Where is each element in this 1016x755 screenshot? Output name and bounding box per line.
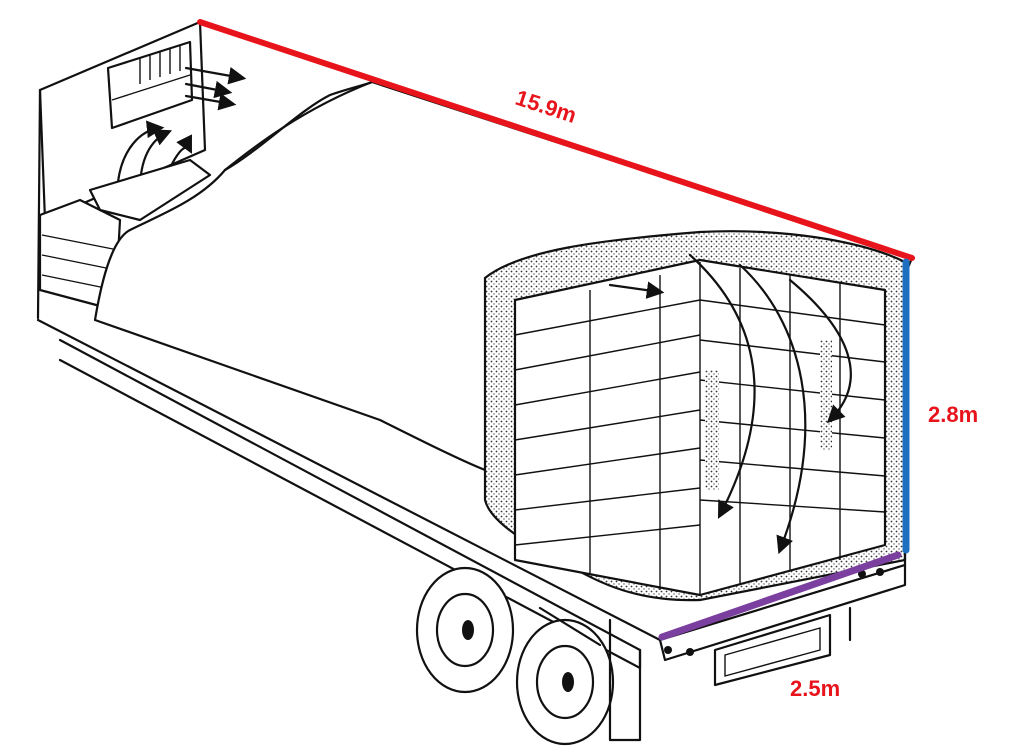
width-label: 2.5m — [790, 676, 840, 701]
light-icon — [686, 648, 694, 656]
floor-edge — [36, 318, 662, 642]
wheel-front — [415, 566, 515, 694]
length-dimension-line — [197, 19, 915, 261]
refrigeration-unit — [106, 40, 247, 198]
height-label: 2.8m — [928, 402, 978, 427]
front-edge — [36, 88, 42, 320]
light-icon — [858, 570, 866, 578]
length-label: 15.9m — [513, 85, 580, 128]
wheels — [415, 566, 642, 746]
light-icon — [664, 646, 672, 654]
rear-frame — [658, 260, 907, 687]
wheel-rear — [515, 618, 615, 746]
rear-cargo — [483, 230, 907, 602]
width-dimension-line — [658, 551, 902, 641]
light-icon — [876, 568, 884, 576]
